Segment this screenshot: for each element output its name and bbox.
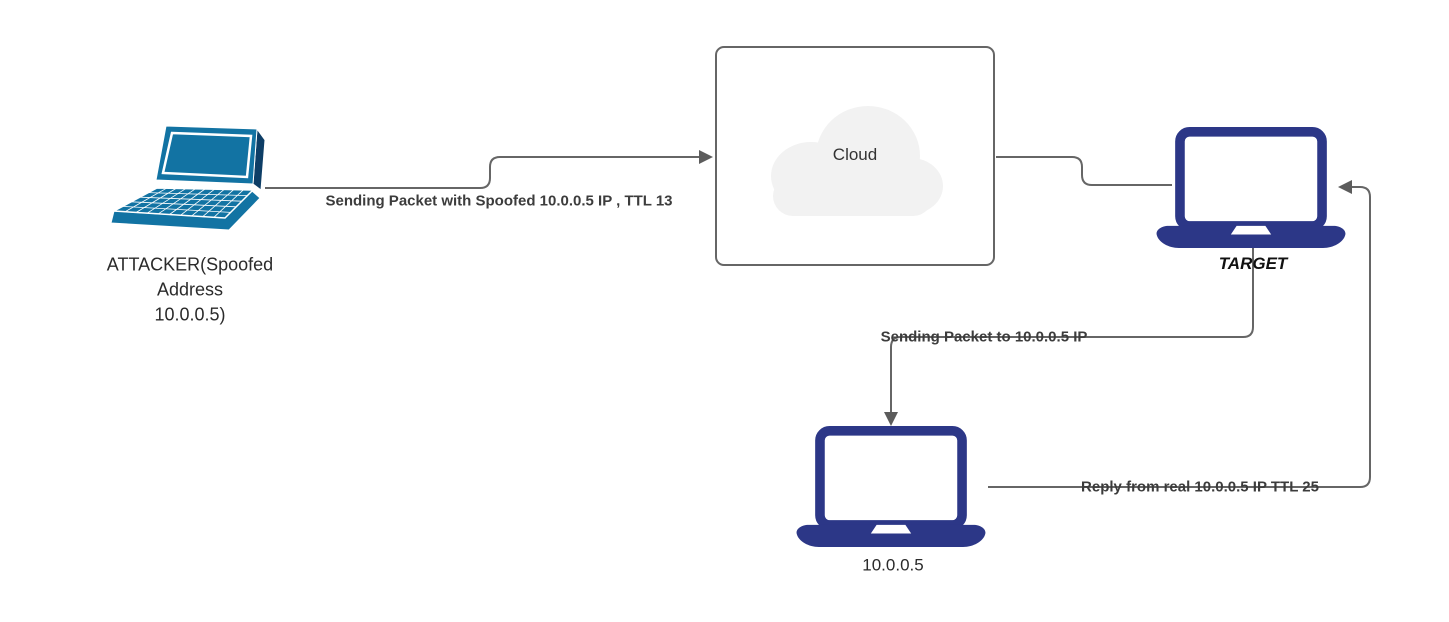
- laptop-icon: [796, 426, 986, 547]
- arrowhead-right-icon: [699, 150, 713, 164]
- arrowhead-down-icon: [884, 412, 898, 426]
- edge-target-to-real-host[interactable]: [884, 248, 1254, 426]
- edge-real-host-to-target[interactable]: [988, 180, 1371, 488]
- laptop-perspective-icon: [110, 125, 266, 231]
- edge-cloud-to-target[interactable]: [996, 156, 1172, 186]
- arrowhead-left-icon: [1338, 180, 1352, 194]
- attacker-label: ATTACKER(Spoofed Address 10.0.0.5): [106, 254, 274, 325]
- edge-attacker-to-cloud[interactable]: [265, 150, 713, 189]
- cloud-icon: [771, 106, 943, 216]
- laptop-icon: [1156, 127, 1346, 248]
- target-label: TARGET: [1218, 254, 1288, 273]
- attacker-node[interactable]: [106, 120, 266, 235]
- edge-label-sending-packet: Sending Packet to 10.0.0.5 IP: [880, 328, 1088, 346]
- real-host-label: 10.0.0.5: [862, 555, 924, 575]
- target-node[interactable]: [1155, 127, 1347, 248]
- edge-label-spoofed-packet: Sending Packet with Spoofed 10.0.0.5 IP …: [325, 192, 673, 210]
- real-host-node[interactable]: [795, 426, 987, 547]
- edge-label-reply: Reply from real 10.0.0.5 IP TTL 25: [1081, 478, 1319, 496]
- cloud-node[interactable]: Cloud: [715, 46, 995, 266]
- cloud-label: Cloud: [832, 145, 878, 164]
